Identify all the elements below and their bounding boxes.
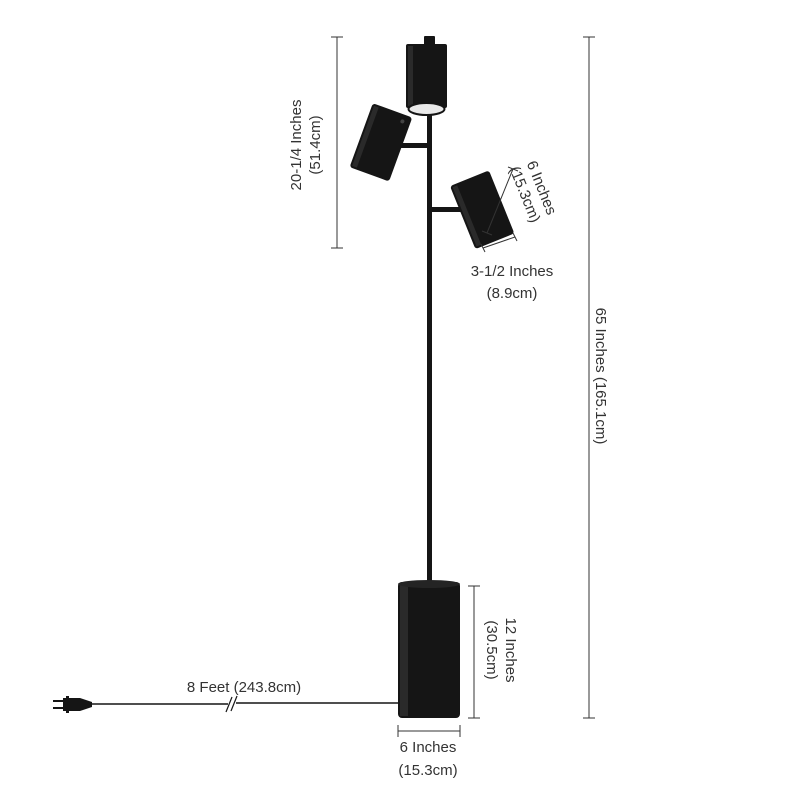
lamp-pole [427, 112, 432, 590]
shade-diameter-label-line1: 3-1/2 Inches [471, 263, 554, 280]
left-lamp-arm [393, 143, 429, 148]
overall-height-dimension: 65 Inches (165.1cm) [583, 36, 609, 719]
top-lamp-bulb-opening [407, 102, 446, 116]
head-section-label-line2: (51.4cm) [307, 115, 324, 174]
power-cord [92, 695, 399, 713]
base-width-label-line2: (15.3cm) [398, 762, 457, 779]
head-section-dimension: 20-1/4 Inches (51.4cm) [288, 36, 343, 249]
top-lamp-head [406, 36, 447, 116]
base-height-label-line2: (30.5cm) [483, 620, 500, 679]
base-width-dimension: 6 Inches (15.3cm) [397, 725, 461, 779]
overall-height-label: 65 Inches (165.1cm) [592, 308, 609, 445]
head-section-label-line1: 20-1/4 Inches [288, 100, 305, 191]
base-width-label-line1: 6 Inches [400, 739, 457, 756]
shade-diameter-dimension: 3-1/2 Inches (8.9cm) [471, 232, 554, 302]
lamp-base [398, 580, 460, 718]
right-lamp-head [431, 171, 514, 249]
shade-diameter-label-line2: (8.9cm) [487, 285, 538, 302]
right-lamp-arm [431, 207, 461, 212]
base-height-dimension: 12 Inches (30.5cm) [468, 585, 519, 719]
floor-lamp [53, 36, 514, 718]
plug-icon [53, 696, 92, 713]
base-height-label-line1: 12 Inches [502, 617, 519, 682]
left-lamp-head [350, 104, 429, 181]
cord-length-label: 8 Feet (243.8cm) [187, 679, 301, 696]
